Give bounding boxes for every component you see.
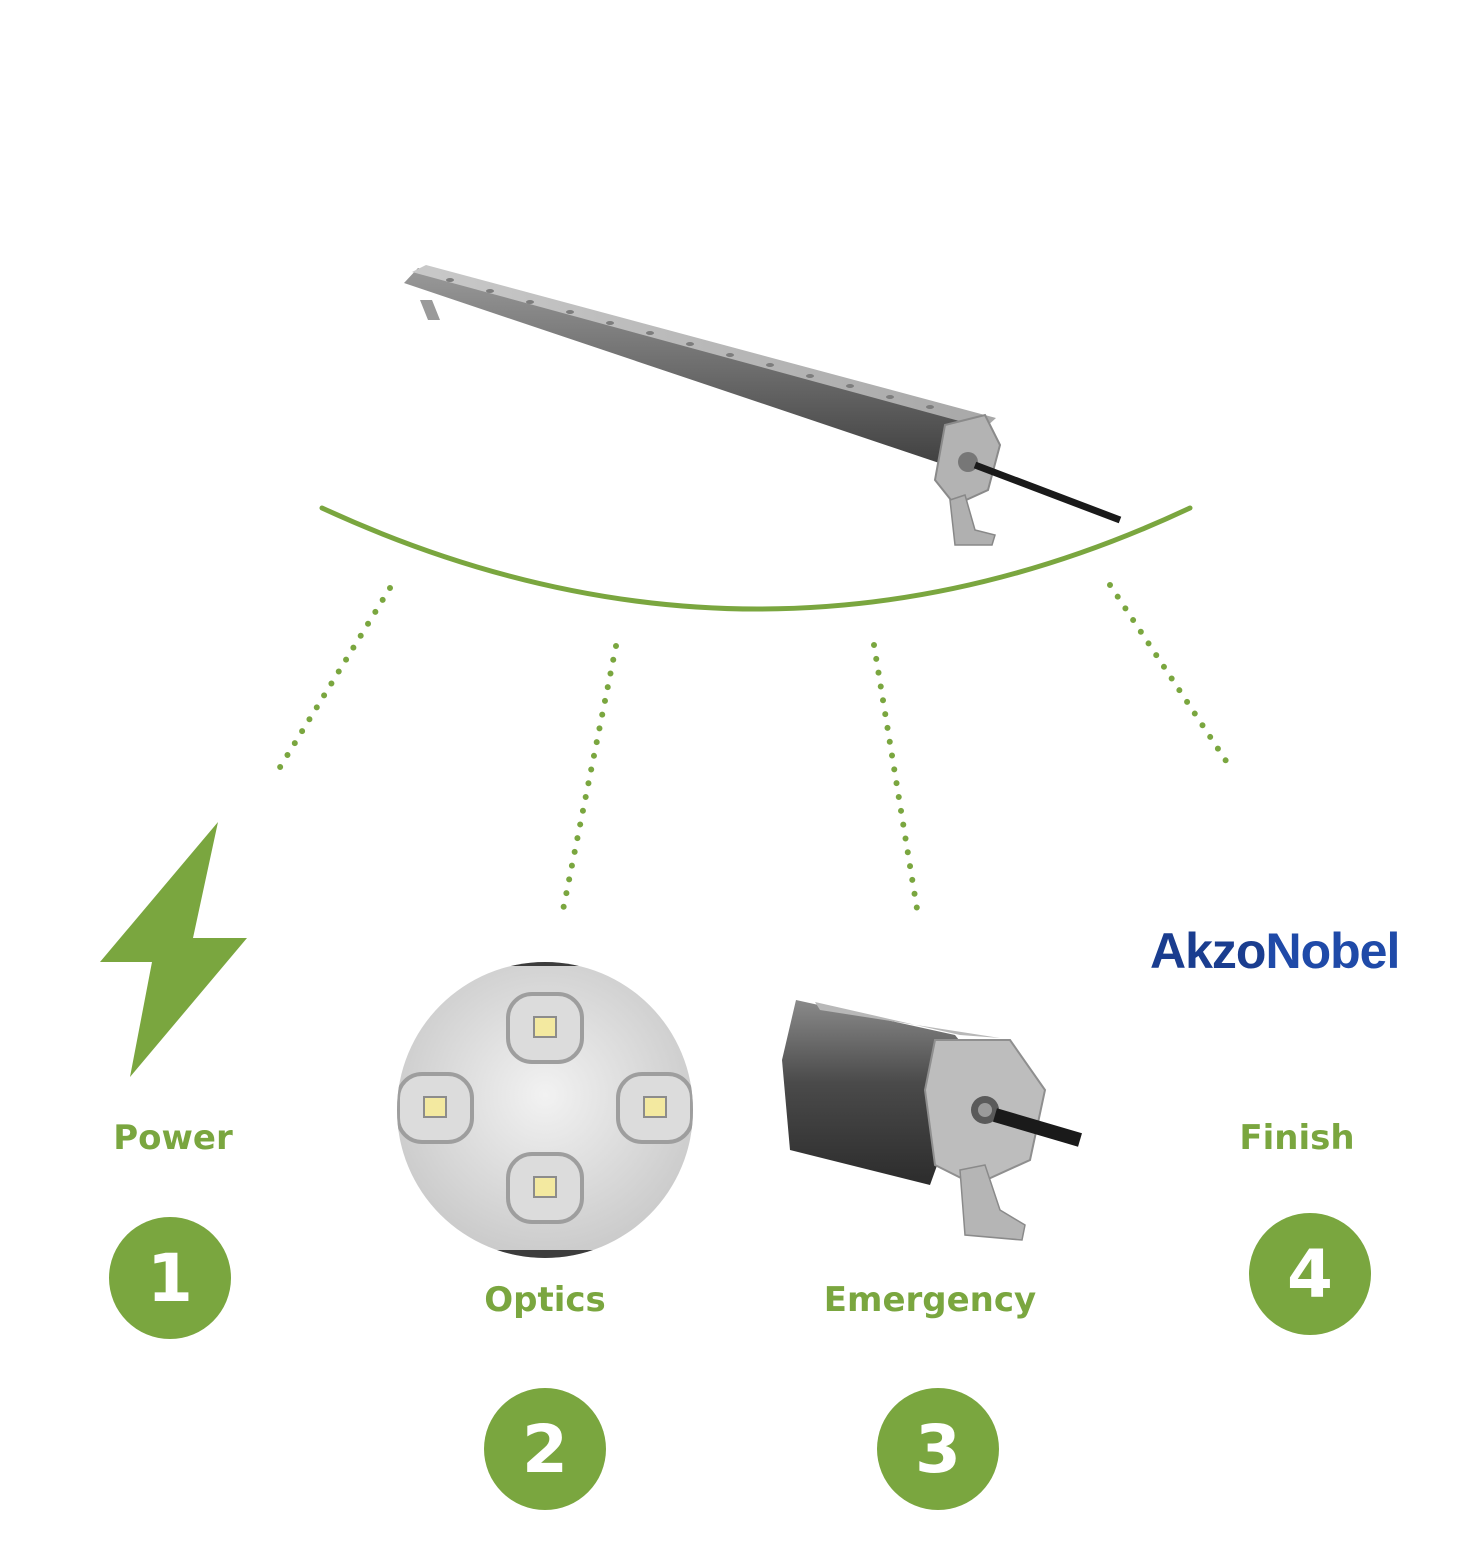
number-badge-2: 2: [484, 1388, 606, 1510]
badge-number-2: 2: [522, 1410, 568, 1488]
feature-label-optics: Optics: [484, 1280, 606, 1320]
connector-1: [271, 585, 393, 780]
led-optics-closeup: [397, 962, 693, 1258]
akzonobel-logo: AkzoNobel: [1150, 922, 1400, 980]
lightning-bolt-icon: [100, 822, 247, 1077]
linear-fixture-image: [404, 265, 1122, 546]
connector-4: [1107, 582, 1235, 773]
connector-3: [871, 642, 921, 918]
feature-label-finish: Finish: [1239, 1118, 1355, 1158]
number-badge-1: 1: [109, 1217, 231, 1339]
feature-label-power: Power: [113, 1118, 233, 1158]
logo-text-b: Nobel: [1265, 923, 1400, 979]
badge-number-1: 1: [147, 1239, 193, 1317]
connector-2: [559, 643, 619, 918]
fixture-end-cap-closeup: [782, 1000, 1082, 1241]
logo-text-a: Akzo: [1150, 923, 1266, 979]
badge-number-4: 4: [1287, 1235, 1333, 1313]
number-badge-3: 3: [877, 1388, 999, 1510]
number-badge-4: 4: [1249, 1213, 1371, 1335]
feature-label-emergency: Emergency: [823, 1280, 1037, 1320]
badge-number-3: 3: [915, 1410, 961, 1488]
arc-line: [319, 505, 1193, 612]
